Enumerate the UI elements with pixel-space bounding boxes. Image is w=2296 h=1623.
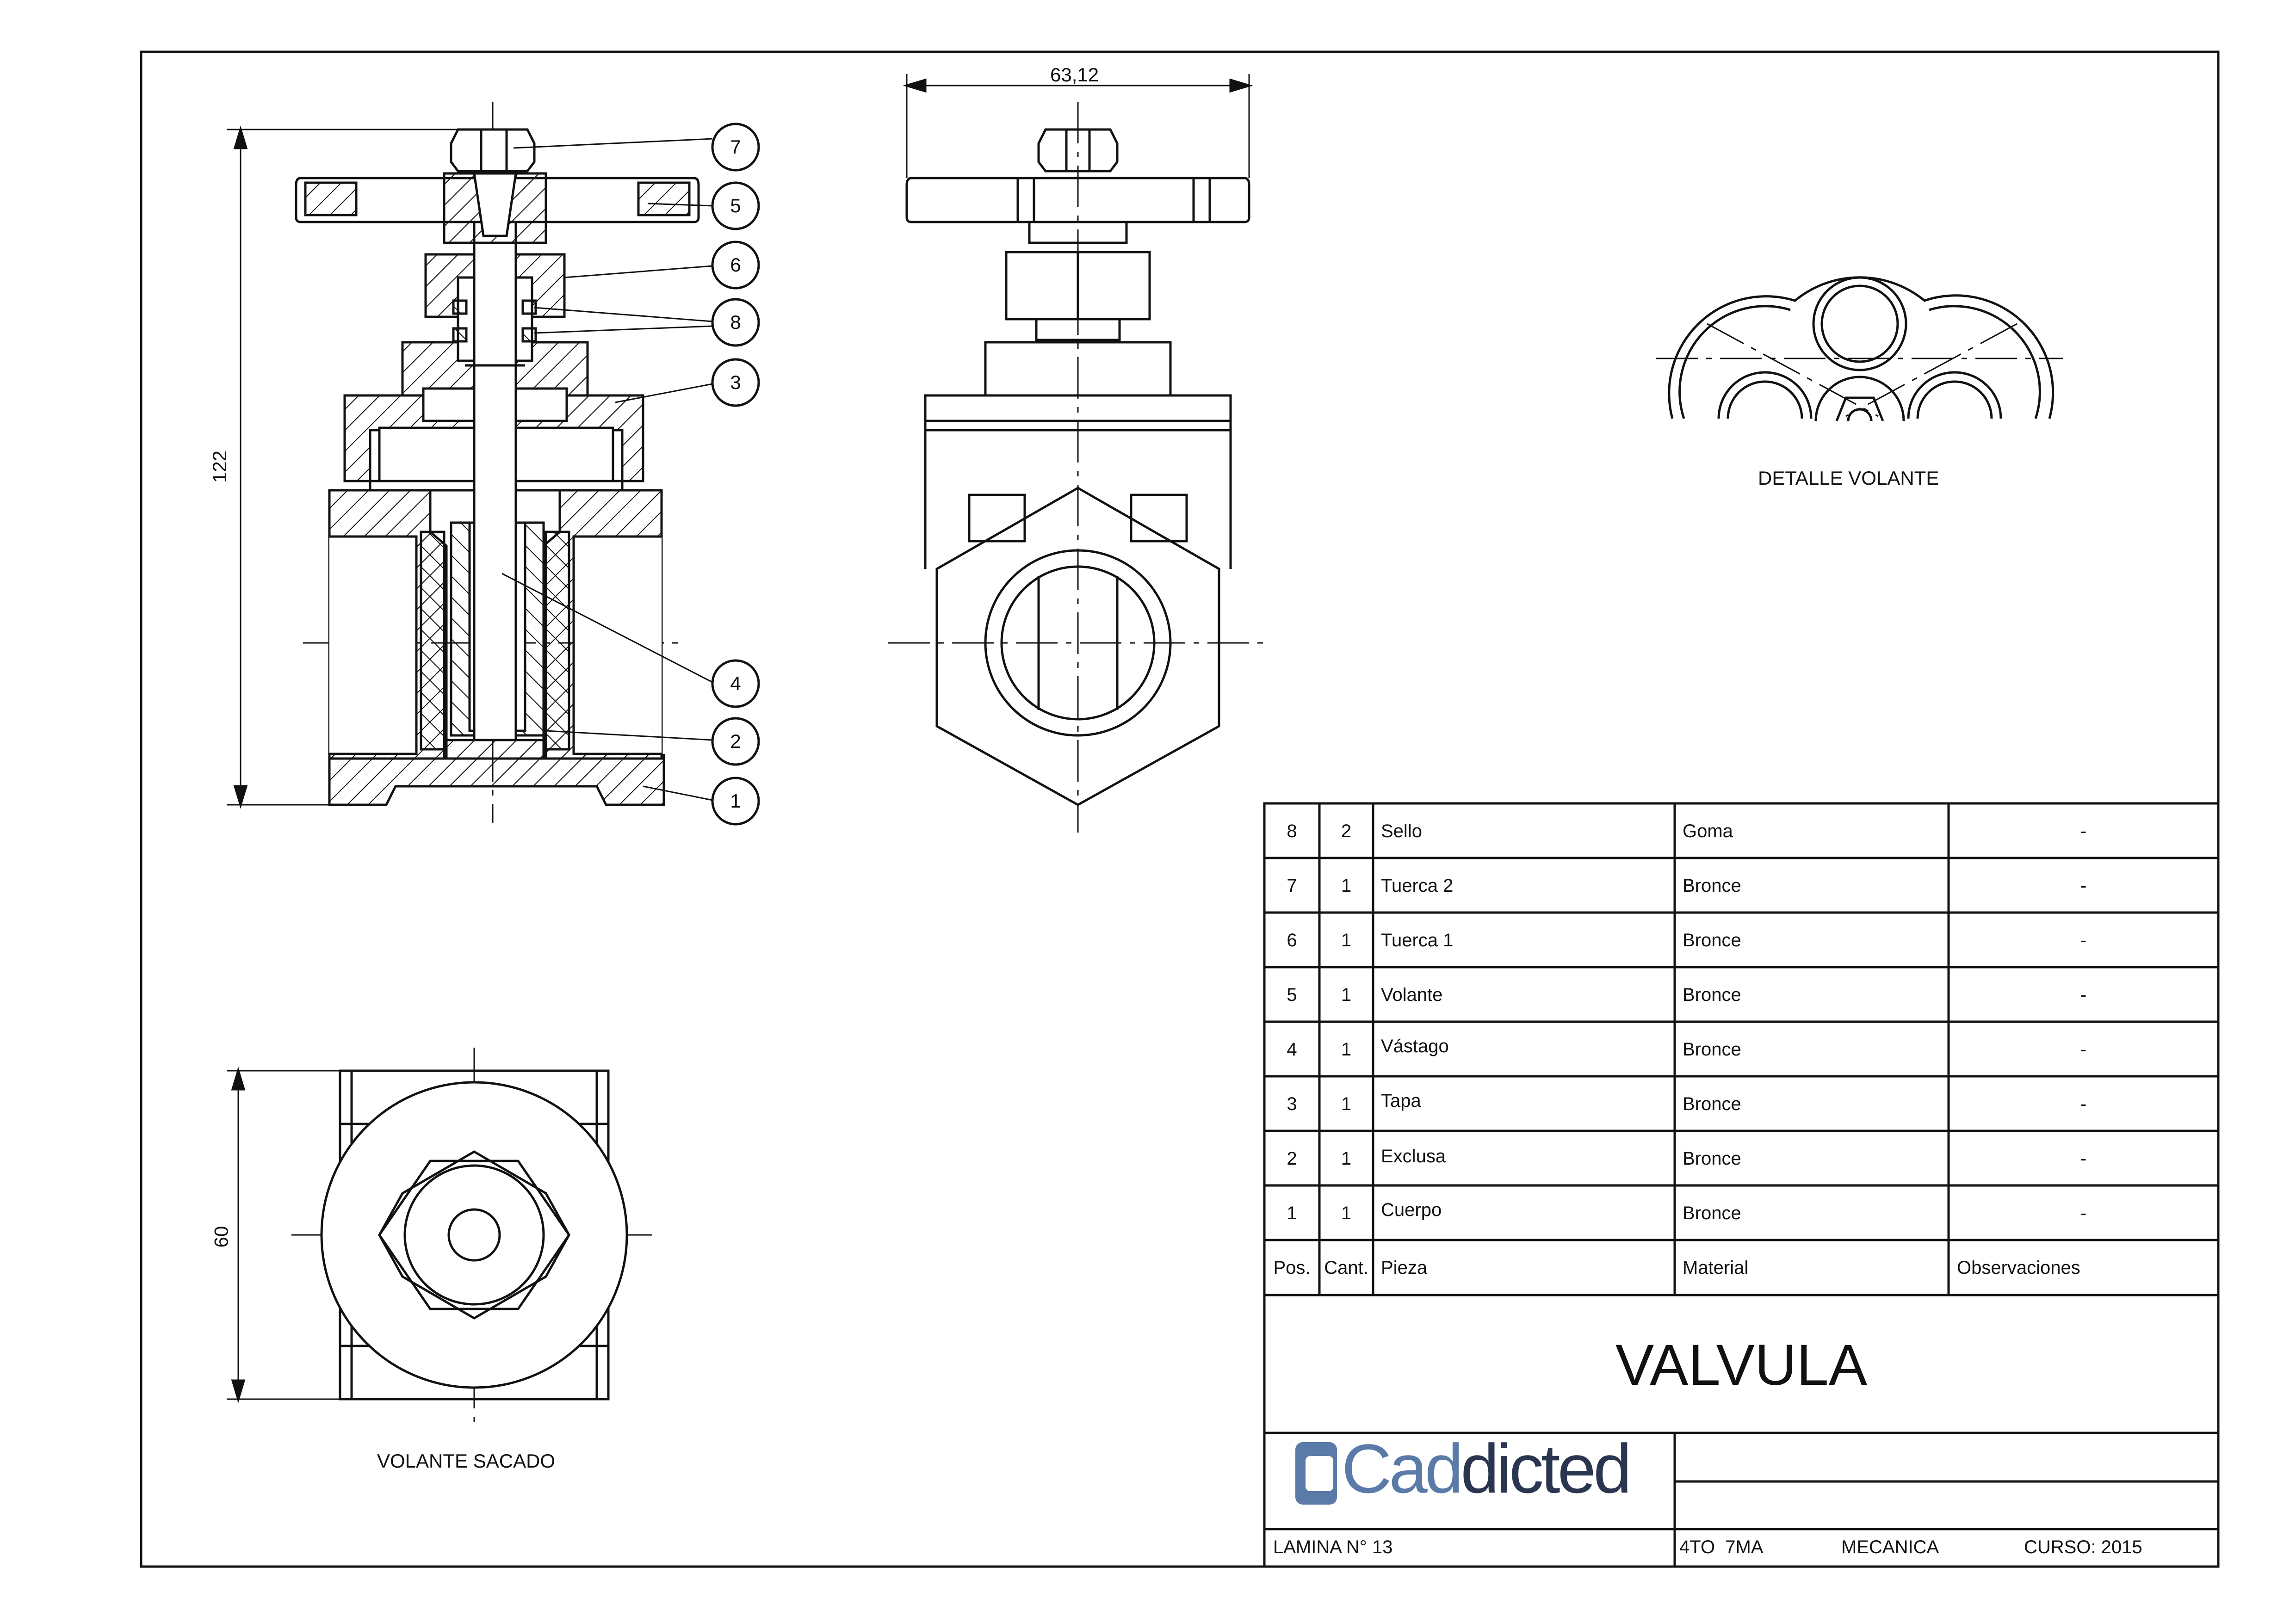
- area-label: MECANICA: [1841, 1537, 1939, 1557]
- balloon-6: 6: [730, 254, 741, 276]
- top-view: [227, 1048, 657, 1429]
- row-part: Sello: [1381, 821, 1422, 841]
- header-part: Pieza: [1381, 1258, 1428, 1278]
- row-notes: -: [2080, 1148, 2087, 1169]
- row-part: Tuerca 2: [1381, 876, 1454, 896]
- row-material: Goma: [1683, 821, 1733, 841]
- balloon-5: 5: [730, 195, 741, 216]
- dim-body-width: 60: [210, 1226, 232, 1248]
- row-pos: 2: [1287, 1148, 1297, 1169]
- header-qty: Cant.: [1324, 1258, 1368, 1278]
- drawing-title: VALVULA: [1615, 1333, 1868, 1397]
- side-view: [888, 74, 1268, 833]
- row-notes: -: [2080, 930, 2087, 950]
- row-pos: 5: [1287, 985, 1297, 1005]
- dim-handwheel-width: 63,12: [1050, 64, 1099, 86]
- balloon-8: 8: [730, 311, 741, 333]
- section-view: [227, 102, 760, 826]
- row-qty: 1: [1341, 930, 1352, 950]
- row-notes: -: [2080, 876, 2087, 896]
- row-pos: 4: [1287, 1039, 1297, 1060]
- row-qty: 1: [1341, 1148, 1352, 1169]
- sheet-number: LAMINA N° 13: [1273, 1537, 1393, 1557]
- row-part: Tuerca 1: [1381, 930, 1454, 950]
- row-notes: -: [2080, 1039, 2087, 1060]
- row-notes: -: [2080, 821, 2087, 841]
- row-qty: 1: [1341, 1094, 1352, 1114]
- dim-overall-height: 122: [209, 450, 231, 483]
- row-pos: 1: [1287, 1203, 1297, 1223]
- row-qty: 1: [1341, 876, 1352, 896]
- row-material: Bronce: [1683, 1039, 1741, 1060]
- course-label: CURSO: 2015: [2024, 1537, 2142, 1557]
- row-material: Bronce: [1683, 985, 1741, 1005]
- balloon-1: 1: [730, 790, 741, 812]
- row-part: Exclusa: [1381, 1146, 1446, 1166]
- row-part: Volante: [1381, 985, 1443, 1005]
- row-material: Bronce: [1683, 930, 1741, 950]
- row-material: Bronce: [1683, 1148, 1741, 1169]
- row-pos: 8: [1287, 821, 1297, 841]
- row-notes: -: [2080, 1203, 2087, 1223]
- row-qty: 1: [1341, 1039, 1352, 1060]
- row-part: Vástago: [1381, 1036, 1449, 1056]
- detail-handwheel: [1656, 276, 2063, 421]
- balloon-2: 2: [730, 730, 741, 752]
- row-part: Tapa: [1381, 1091, 1421, 1111]
- header-notes: Observaciones: [1957, 1258, 2080, 1278]
- detail-view-label: DETALLE VOLANTE: [1758, 467, 1939, 489]
- row-material: Bronce: [1683, 1203, 1741, 1223]
- row-qty: 1: [1341, 985, 1352, 1005]
- header-material: Material: [1683, 1258, 1749, 1278]
- balloon-4: 4: [730, 673, 741, 694]
- balloon-3: 3: [730, 371, 741, 393]
- row-pos: 7: [1287, 876, 1297, 896]
- caddicted-logo: Caddicted: [1342, 1430, 1632, 1507]
- top-view-label: VOLANTE SACADO: [377, 1450, 556, 1472]
- balloon-7: 7: [730, 136, 741, 158]
- caddicted-logo-icon: [1295, 1442, 1337, 1505]
- title-block-grid: [1263, 802, 2220, 1568]
- row-notes: -: [2080, 1094, 2087, 1114]
- row-notes: -: [2080, 985, 2087, 1005]
- group-label: 4TO 7MA: [1679, 1537, 1764, 1557]
- row-part: Cuerpo: [1381, 1200, 1442, 1220]
- row-qty: 1: [1341, 1203, 1352, 1223]
- row-pos: 6: [1287, 930, 1297, 950]
- row-pos: 3: [1287, 1094, 1297, 1114]
- row-qty: 2: [1341, 821, 1352, 841]
- row-material: Bronce: [1683, 876, 1741, 896]
- row-material: Bronce: [1683, 1094, 1741, 1114]
- header-pos: Pos.: [1273, 1258, 1311, 1278]
